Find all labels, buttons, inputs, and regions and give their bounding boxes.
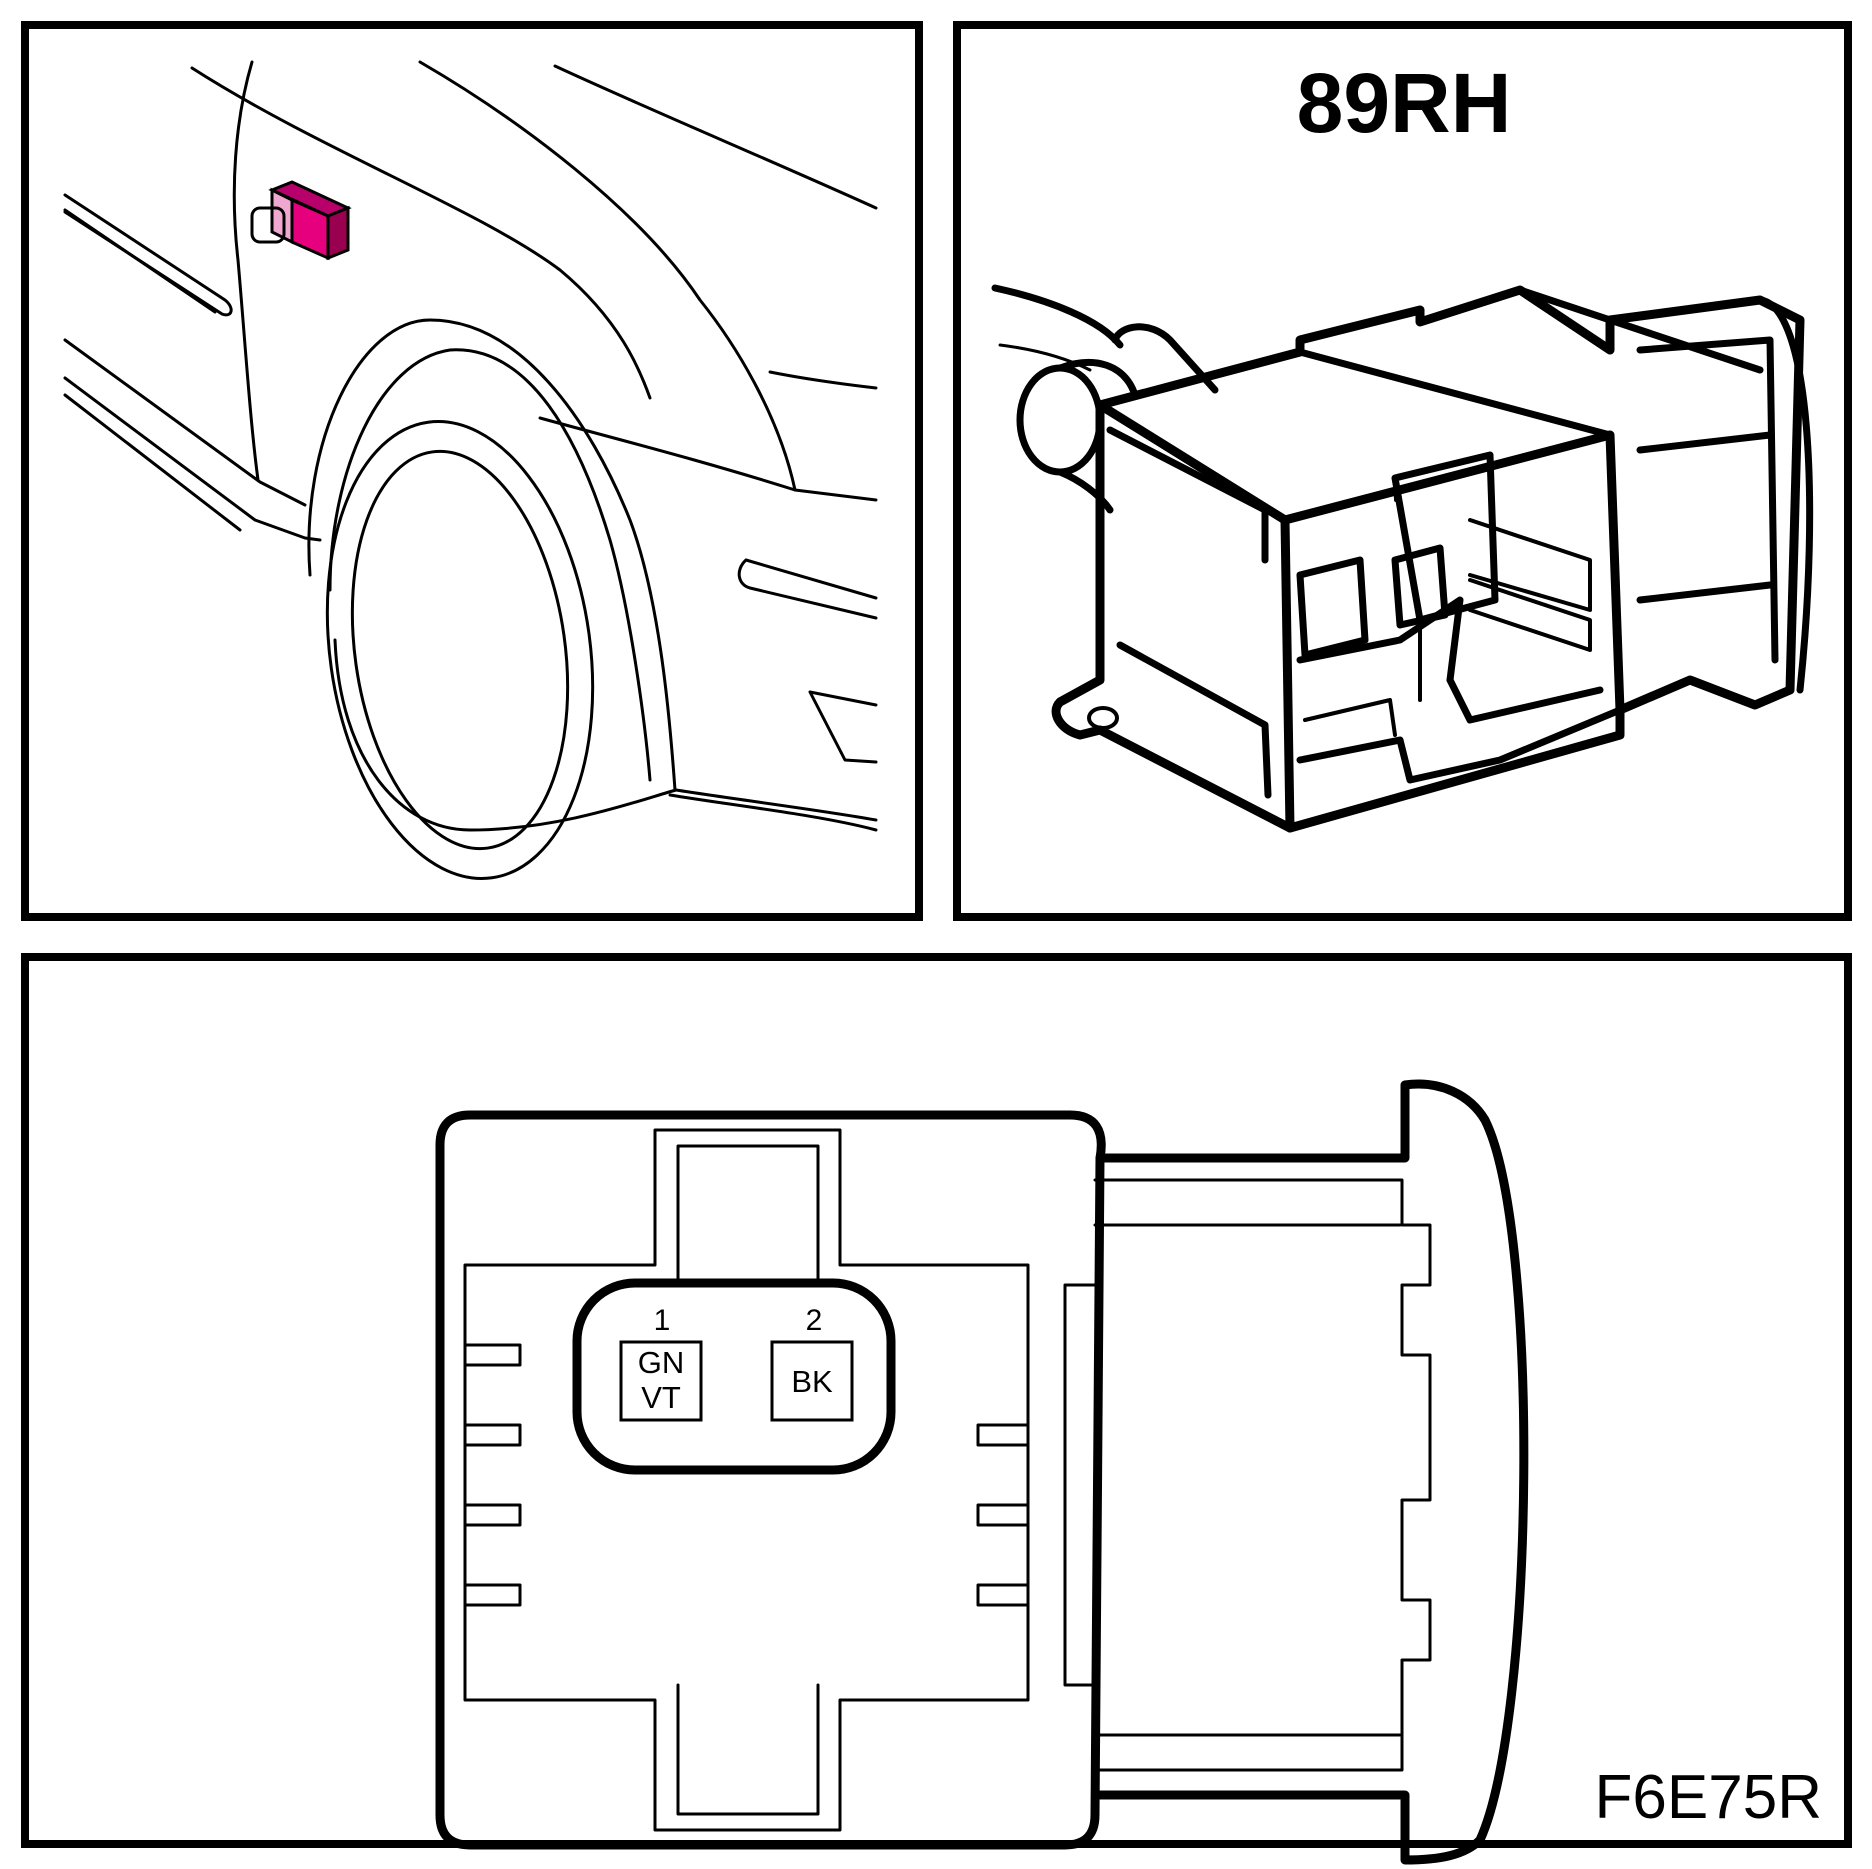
connector-id-label: 89RH [1297, 56, 1512, 150]
connector-perspective-panel: 89RH [953, 21, 1852, 921]
connector-perspective-drawing [991, 284, 1814, 833]
pin-2-number: 2 [806, 1304, 823, 1337]
vehicle-body-outline [63, 60, 878, 880]
figure-code: F6E75R [1595, 1763, 1822, 1832]
terminal-view-panel: 1 GN VT 2 BK F6E75R [21, 953, 1852, 1865]
connector-perspective-frame [953, 21, 1852, 921]
pin-1-wire-color-top: GN [638, 1345, 685, 1380]
pin-2-cavity [770, 1340, 854, 1422]
pin-1-number: 1 [654, 1304, 671, 1337]
vehicle-location-panel [21, 21, 923, 921]
pin-1: 1 GN VT [619, 1304, 703, 1422]
pin-2-wire-color: BK [791, 1364, 833, 1399]
vehicle-location-frame [21, 21, 923, 921]
pin-1-wire-color-bottom: VT [641, 1380, 681, 1415]
connector-face-drawing [435, 1079, 1529, 1865]
pin-1-cavity [619, 1340, 703, 1422]
terminal-view-frame [21, 953, 1852, 1848]
pin-2: 2 BK [770, 1304, 854, 1422]
connector-location-marker [250, 180, 352, 261]
